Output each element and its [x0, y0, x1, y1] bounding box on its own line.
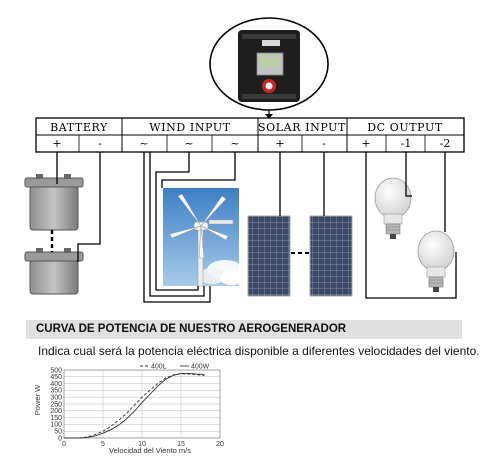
series-line-400w — [64, 372, 205, 439]
wind-phase-2-terminal: ~ — [184, 137, 193, 150]
legend-label-400w: 400W — [191, 363, 210, 370]
power-curve-subtitle: Indica cual será la potencia eléctrica d… — [38, 344, 480, 358]
y-tick-label: 500 — [50, 367, 62, 374]
solar-panel-left — [247, 215, 291, 297]
battery-bottom — [24, 248, 84, 295]
charge-controller-image — [238, 30, 300, 102]
y-axis-label: Power W — [33, 384, 42, 415]
battery-plus-terminal: + — [52, 137, 61, 150]
solar-minus-terminal: - — [322, 137, 326, 150]
solar-plus-terminal: + — [275, 137, 284, 150]
x-tick-label: 5 — [101, 441, 105, 448]
x-axis-label: Velocidad del Viento m/s — [109, 446, 191, 455]
y-tick-label: 300 — [50, 395, 62, 402]
callout-arrow — [265, 110, 273, 119]
x-tick-label: 0 — [62, 441, 66, 448]
legend-label-400l: 400L — [151, 363, 167, 370]
dc-output-section-label: DC OUTPUT — [367, 121, 443, 134]
y-tick-label: 100 — [50, 422, 62, 429]
bulb-1 — [374, 177, 412, 239]
battery-minus-terminal: - — [98, 137, 102, 150]
y-tick-label: 50 — [54, 429, 62, 436]
dc-out-plus-terminal: + — [361, 137, 370, 150]
wiring — [56, 152, 457, 303]
solar-input-section-label: SOLAR INPUT — [258, 121, 346, 134]
battery-section-label: BATTERY — [50, 121, 108, 134]
x-tick-label: 15 — [177, 441, 185, 448]
wind-phase-1-terminal: ~ — [139, 137, 148, 150]
wind-input-section-label: WIND INPUT — [149, 121, 230, 134]
y-tick-label: 400 — [50, 381, 62, 388]
wind-turbine-image — [163, 188, 244, 287]
battery-top — [24, 174, 84, 231]
chart-grid — [63, 369, 221, 439]
wiring-diagram: BATTERY WIND INPUT SOLAR INPUT DC OUTPUT… — [24, 17, 465, 303]
y-tick-label: 0 — [58, 435, 62, 442]
y-tick-label: 200 — [50, 408, 62, 415]
y-tick-label: 150 — [50, 415, 62, 422]
chart-legend: 400L 400W — [140, 363, 210, 370]
terminal-panel: BATTERY WIND INPUT SOLAR INPUT DC OUTPUT… — [35, 117, 465, 153]
solar-panel-right — [309, 215, 353, 297]
dc-out-minus2-terminal: -2 — [440, 137, 451, 150]
y-tick-label: 250 — [50, 401, 62, 408]
chart-series — [64, 372, 205, 439]
x-tick-label: 10 — [138, 441, 146, 448]
y-tick-label: 450 — [50, 374, 62, 381]
series-line-400l — [64, 373, 205, 439]
power-curve-heading: CURVA DE POTENCIA DE NUESTRO AEROGENERAD… — [26, 320, 462, 339]
x-tick-label: 20 — [216, 441, 224, 448]
controller-callout — [209, 17, 329, 119]
dc-out-minus1-terminal: -1 — [401, 137, 412, 150]
chart-axes — [63, 369, 221, 439]
bulb-2 — [417, 230, 455, 292]
plot-frame — [63, 369, 221, 439]
y-tick-label: 350 — [50, 388, 62, 395]
wind-phase-3-terminal: ~ — [230, 137, 239, 150]
